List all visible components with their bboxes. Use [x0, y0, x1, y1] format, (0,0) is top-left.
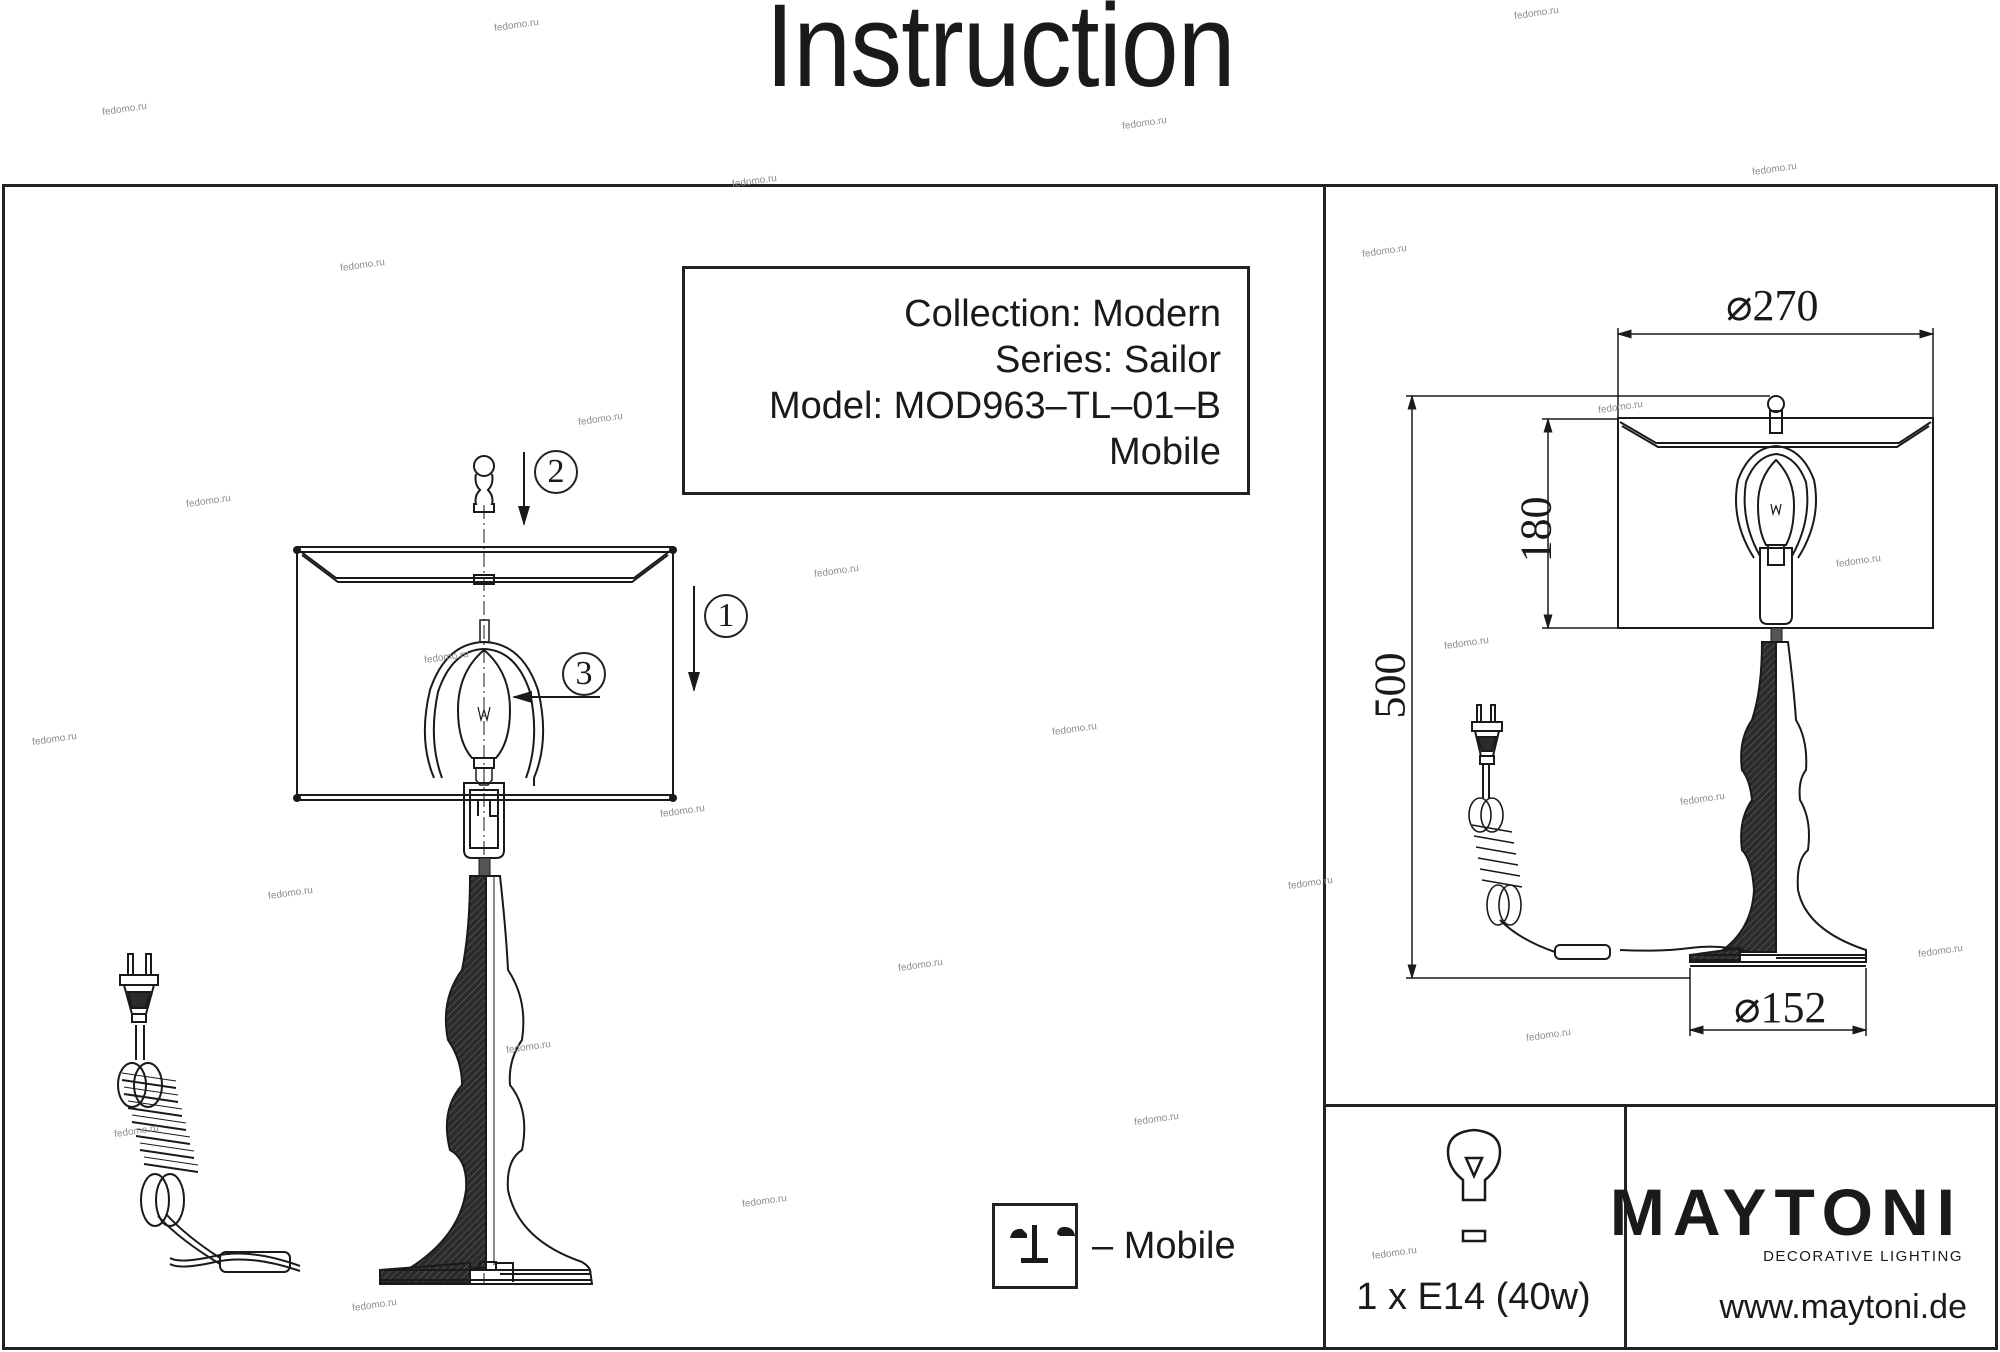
brand-logo: MAYTONI [1609, 1175, 1963, 1249]
series-label: Series: Sailor [995, 339, 1221, 381]
legend-label: – Mobile [1092, 1224, 1236, 1267]
legend-symbol-box [992, 1203, 1078, 1289]
step-3-badge: 3 [562, 652, 606, 696]
product-info-box: Collection: Modern Series: Sailor Model:… [682, 266, 1250, 495]
plug-part [119, 953, 159, 1023]
feature-label: Mobile [1109, 431, 1221, 473]
lightbulb-icon [1446, 1128, 1502, 1243]
collection-label: Collection: Modern [904, 293, 1221, 335]
power-cord-part [117, 1025, 301, 1273]
assembly-drawing [117, 452, 700, 1285]
page-title: Instruction [765, 0, 1235, 112]
model-label: Model: MOD963–TL–01–B [768, 385, 1221, 427]
total-height-label: 500 [1365, 652, 1415, 719]
step-2-badge: 2 [534, 450, 578, 494]
bulb-part [456, 648, 512, 786]
brand-website: www.maytoni.de [1719, 1288, 1967, 1326]
cord-switch [219, 1251, 291, 1273]
lampshade-part [293, 546, 677, 802]
brand-panel [1624, 1104, 1998, 1350]
brand-tagline: DECORATIVE LIGHTING [1763, 1248, 1963, 1265]
shade-diameter-label: ⌀270 [1726, 281, 1819, 330]
bulb-spec: 1 x E14 (40w) [1323, 1104, 1624, 1348]
bulb-spec-label: 1 x E14 (40w) [1356, 1276, 1591, 1318]
base-diameter-label: ⌀152 [1734, 983, 1827, 1032]
brand-block: MAYTONI DECORATIVE LIGHTING www.maytoni.… [1610, 1104, 1997, 1348]
finial-part [473, 455, 495, 513]
shade-height-label: 180 [1511, 496, 1561, 563]
dimension-drawing [1406, 328, 1935, 1036]
mobile-lamp-icon [1010, 1225, 1075, 1263]
step-1-badge: 1 [704, 594, 748, 638]
legend-mobile: – Mobile [992, 1200, 1236, 1292]
lamp-body-part [379, 875, 594, 1285]
socket-part [463, 782, 505, 877]
